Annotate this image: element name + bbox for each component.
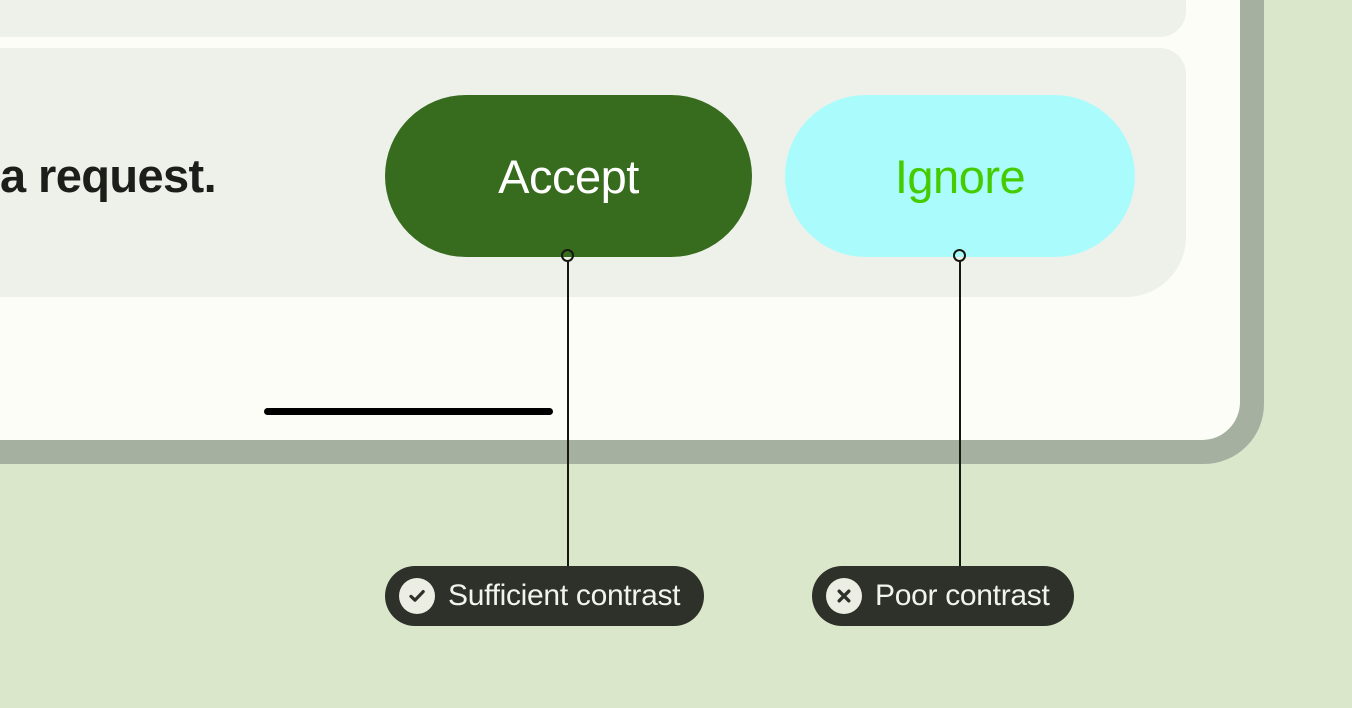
- body-text: a request.: [0, 149, 217, 202]
- annotation-label-sufficient-contrast: Sufficient contrast: [448, 579, 681, 612]
- panel-upper: [0, 0, 1186, 37]
- black-rule: [264, 408, 553, 415]
- leader-line-accept: [567, 260, 569, 566]
- annotation-label-poor-contrast: Poor contrast: [875, 579, 1050, 612]
- ignore-button[interactable]: Ignore: [785, 95, 1135, 257]
- check-circle-icon: [399, 578, 435, 614]
- x-circle-icon: [826, 578, 862, 614]
- annotation-badge-sufficient-contrast: Sufficient contrast: [385, 566, 705, 626]
- annotation-badge-poor-contrast: Poor contrast: [812, 566, 1074, 626]
- accept-button[interactable]: Accept: [385, 95, 752, 257]
- leader-line-ignore: [959, 260, 961, 566]
